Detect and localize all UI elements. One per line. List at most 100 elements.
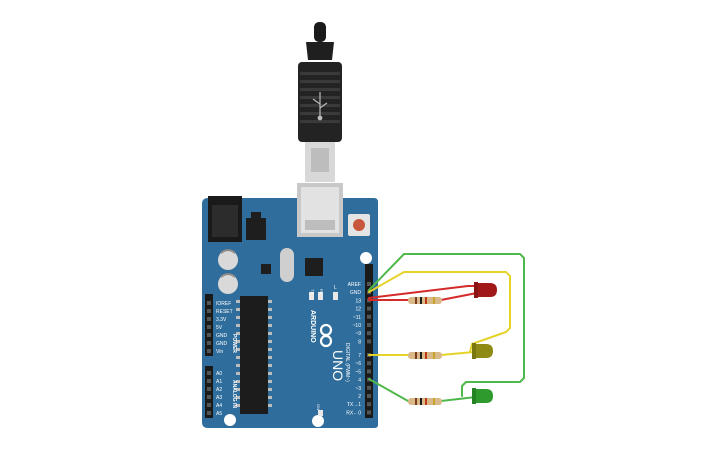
chip-pin	[268, 316, 272, 319]
led-green[interactable]	[472, 388, 493, 404]
chip-pin	[268, 300, 272, 303]
rx-led	[318, 292, 323, 300]
power-pin-hole[interactable]	[207, 309, 211, 313]
chip-pin	[236, 388, 240, 391]
analog-pin-hole[interactable]	[207, 403, 211, 407]
digital-pin-label: 8	[358, 339, 361, 345]
tx-led	[309, 292, 314, 300]
power-pin-hole[interactable]	[207, 325, 211, 329]
digital-pin-hole[interactable]	[367, 339, 371, 344]
digital-pin-label: ~5	[355, 369, 361, 375]
wires[interactable]	[368, 253, 525, 402]
microcontroller-chip	[236, 296, 272, 414]
power-pin-label: GND	[216, 341, 228, 347]
capacitor	[218, 273, 238, 294]
rx-label: RX	[319, 289, 324, 295]
power-pin-hole[interactable]	[207, 349, 211, 353]
analog-pin-hole[interactable]	[207, 379, 211, 383]
digital-pin-hole[interactable]	[367, 385, 371, 390]
mount-hole	[224, 414, 236, 426]
l-led	[333, 292, 338, 300]
analog-pin-hole[interactable]	[207, 411, 211, 415]
chip-pin	[236, 364, 240, 367]
usb-socket	[297, 183, 343, 237]
wire-yellow-pin7[interactable]	[368, 271, 511, 353]
tx-label: TX	[310, 289, 315, 294]
usb-chip	[305, 258, 323, 276]
digital-pin-label: ~6	[355, 361, 361, 367]
digital-pin-label: ~3	[355, 386, 361, 392]
chip-pin	[236, 332, 240, 335]
small-chip	[261, 264, 271, 274]
chip-pin	[236, 396, 240, 399]
power-section-label: POWER	[231, 334, 237, 353]
reset-button[interactable]	[348, 214, 370, 236]
analog-pin-hole[interactable]	[207, 395, 211, 399]
power-pin-hole[interactable]	[207, 317, 211, 321]
power-pin-label: GND	[216, 333, 228, 339]
digital-pin-hole[interactable]	[367, 282, 371, 286]
wire-green-res-led[interactable]	[440, 396, 477, 402]
chip-pin	[268, 364, 272, 367]
chip-pin	[268, 332, 272, 335]
resistor-yellow[interactable]	[408, 352, 442, 359]
chip-pin	[236, 372, 240, 375]
led-red[interactable]	[474, 282, 497, 298]
digital-pin-label: 2	[358, 394, 361, 400]
chip-pin	[236, 316, 240, 319]
analog-pin-hole[interactable]	[207, 371, 211, 375]
power-jack	[208, 196, 242, 242]
chip-pin	[268, 396, 272, 399]
infinity-logo	[319, 323, 333, 348]
power-pin-hole[interactable]	[207, 333, 211, 337]
power-pin-label: RESET	[216, 309, 233, 315]
digital-section-label: DIGITAL (PWM~)	[344, 343, 350, 382]
mount-hole	[312, 415, 324, 427]
wire-green-pin4[interactable]	[368, 378, 409, 402]
digital-pin-hole[interactable]	[367, 306, 371, 311]
chip-pin	[268, 404, 272, 407]
digital-pin-hole[interactable]	[367, 394, 371, 398]
wire-green-gnd[interactable]	[368, 253, 525, 397]
digital-pin-label: 13	[355, 298, 361, 304]
analog-pin-hole[interactable]	[207, 387, 211, 391]
digital-pin-hole[interactable]	[367, 369, 371, 374]
chip-pin	[236, 380, 240, 383]
digital-pin-hole[interactable]	[367, 323, 371, 327]
chip-pin	[236, 348, 240, 351]
analog-pin-label: A1	[216, 379, 222, 385]
led-yellow[interactable]	[472, 343, 493, 359]
digital-pin-hole[interactable]	[367, 361, 371, 366]
on-led	[318, 410, 323, 416]
analog-pin-label: A3	[216, 395, 222, 401]
power-pin-hole[interactable]	[207, 341, 211, 345]
power-pin-hole[interactable]	[207, 301, 211, 305]
chip-pin	[236, 324, 240, 327]
chip-pin	[236, 404, 240, 407]
voltage-regulator	[246, 212, 266, 240]
digital-pin-label: 12	[355, 307, 361, 313]
analog-section-label: ANALOG IN	[231, 380, 237, 408]
analog-header	[205, 366, 213, 418]
analog-pin-label: A4	[216, 403, 222, 409]
chip-pin	[268, 308, 272, 311]
arduino-board[interactable]: TX RX L ARDUINO UNO ON AREFGND1312~11~10…	[202, 183, 378, 428]
resistor-red[interactable]	[408, 297, 442, 304]
analog-pin-label: A2	[216, 387, 222, 393]
digital-pin-hole[interactable]	[367, 410, 371, 415]
digital-pin-label: RX←0	[346, 410, 361, 416]
l-label: L	[334, 285, 337, 291]
digital-pin-label: ~10	[353, 323, 362, 329]
digital-pin-hole[interactable]	[367, 402, 371, 407]
digital-pin-hole[interactable]	[367, 331, 371, 336]
digital-pin-label: 4	[358, 378, 361, 384]
resistor-green[interactable]	[408, 398, 442, 405]
usb-cable[interactable]	[298, 22, 342, 182]
digital-pin-hole[interactable]	[367, 314, 371, 319]
chip-pin	[268, 324, 272, 327]
capacitor	[218, 249, 238, 270]
power-pin-label: IOREF	[216, 301, 231, 307]
crystal	[280, 248, 294, 282]
wire-yellow-res-led[interactable]	[440, 351, 475, 356]
